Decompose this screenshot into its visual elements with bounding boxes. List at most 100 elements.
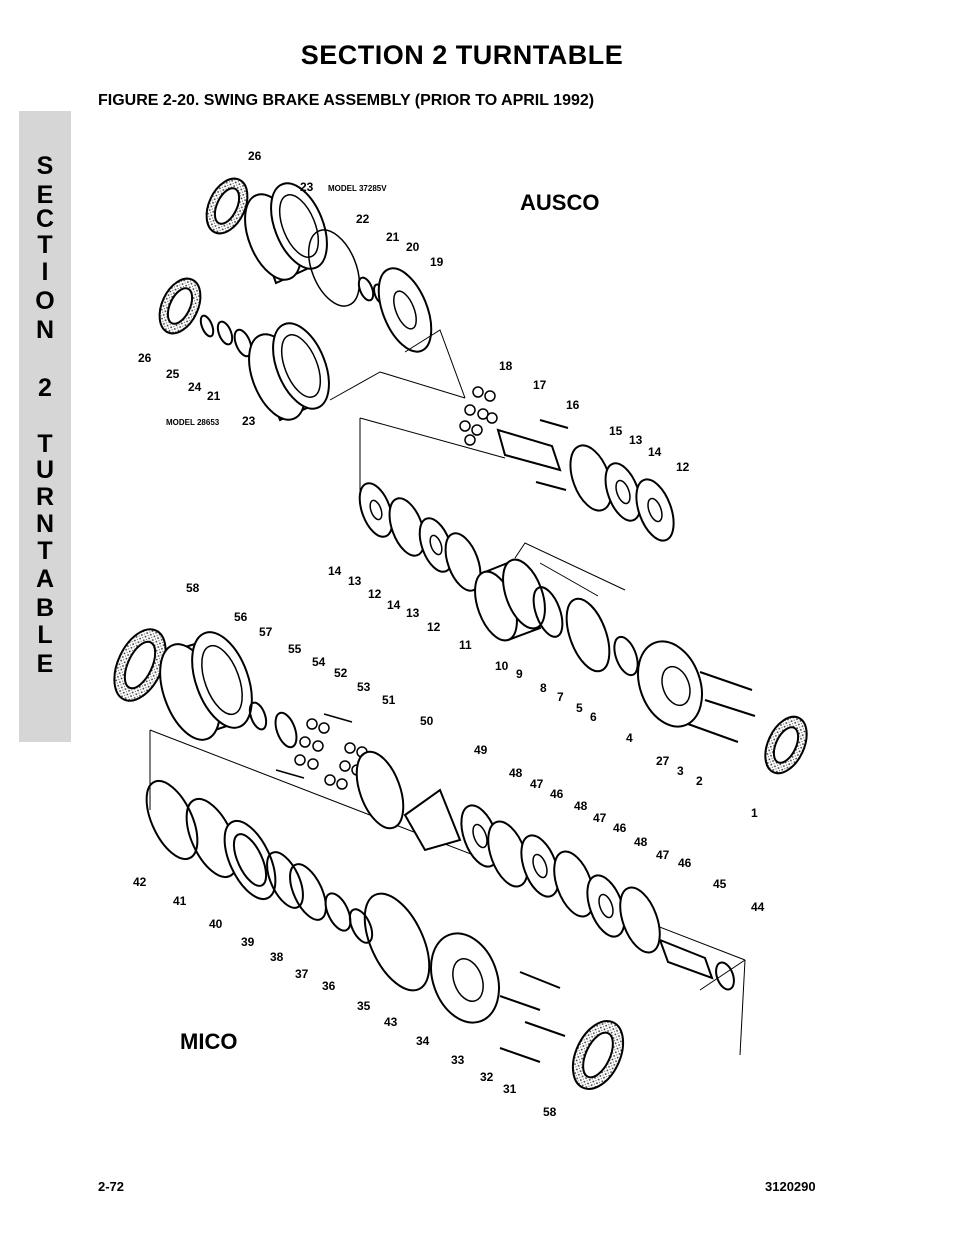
side-tab-letter: U	[35, 456, 55, 484]
bolt-part	[699, 671, 753, 691]
side-tab-letter: S	[36, 152, 54, 180]
gasket-hole	[213, 187, 241, 225]
friction-disc-hub	[532, 853, 548, 879]
callout: 37	[295, 967, 309, 981]
callout: 47	[656, 848, 670, 862]
callout: 10	[495, 659, 509, 673]
callout: 14	[648, 445, 662, 459]
side-tab-letter: A	[35, 565, 55, 593]
section-side-tab: S E C T I O N 2 T U R N T A B L E	[19, 111, 71, 742]
gasket-hole	[772, 726, 800, 764]
gasket-hole	[123, 640, 157, 690]
figure-title: FIGURE 2-20. SWING BRAKE ASSEMBLY (PRIOR…	[98, 92, 595, 109]
callout: 13	[348, 574, 362, 588]
bolt-part	[499, 995, 541, 1011]
callout: 5	[576, 701, 583, 715]
ausco-piston-leaders	[514, 542, 626, 597]
callout: 47	[593, 811, 607, 825]
brand-label-ausco: AUSCO	[520, 190, 599, 215]
callout: 48	[509, 766, 523, 780]
bearing-part	[357, 276, 375, 302]
callout: 57	[259, 625, 273, 639]
callout: 36	[322, 979, 336, 993]
shaft-part	[496, 428, 562, 472]
callout: 35	[357, 999, 371, 1013]
side-tab-letter: R	[35, 483, 55, 511]
mico-housing-group	[113, 628, 298, 749]
callout: 44	[751, 900, 765, 914]
side-tab-letter: E	[36, 650, 54, 678]
ausco-left-housing-group	[158, 277, 330, 422]
ausco-upper-disc-stack	[569, 444, 675, 542]
bolt-part	[519, 971, 561, 989]
gasket-hole	[582, 1031, 614, 1079]
shaft-part	[658, 938, 714, 980]
bolt-part	[499, 1047, 541, 1063]
callout: 45	[713, 877, 727, 891]
section-title: SECTION 2 TURNTABLE	[300, 40, 624, 70]
callout: 48	[634, 835, 648, 849]
gasket-hole	[166, 287, 194, 325]
callout: 20	[406, 240, 420, 254]
friction-disc-hub	[472, 823, 488, 849]
callout: 21	[207, 389, 221, 403]
callout: 8	[540, 681, 547, 695]
callout: 6	[590, 710, 597, 724]
mico-disc-stack	[355, 750, 735, 991]
friction-disc-hub	[598, 893, 614, 919]
side-tab-letter: B	[35, 594, 55, 622]
callout: 55	[288, 642, 302, 656]
callout: 41	[173, 894, 187, 908]
callout: 51	[382, 693, 396, 707]
callout: 12	[368, 587, 382, 601]
callout: 15	[609, 424, 623, 438]
piston-body	[403, 788, 462, 852]
side-tab-letter: 2	[38, 374, 52, 402]
pressure-plate	[355, 750, 405, 830]
callout: 24	[188, 380, 202, 394]
model-label-left: MODEL 28653	[166, 418, 220, 427]
callout: 58	[543, 1105, 557, 1119]
seal-ring	[565, 597, 611, 673]
mico-end-housing-group	[430, 932, 625, 1090]
callout: 2	[696, 774, 703, 788]
callout: 46	[550, 787, 564, 801]
callout: 34	[416, 1034, 430, 1048]
friction-disc-hub	[369, 499, 383, 521]
callout: 25	[166, 367, 180, 381]
callout: 26	[248, 149, 262, 163]
callout: 22	[356, 212, 370, 226]
callout: 38	[270, 950, 284, 964]
bolt-part	[687, 723, 739, 743]
housing-bore	[280, 334, 322, 398]
bearing-part	[274, 711, 298, 749]
callout: 4	[626, 731, 633, 745]
document-number: 3120290	[765, 1179, 816, 1194]
callout: 52	[334, 666, 348, 680]
stator-plate-hole	[647, 497, 663, 523]
callout: 43	[384, 1015, 398, 1029]
stator-plate	[619, 886, 661, 954]
callout: 11	[459, 638, 472, 652]
side-tab-letter: I	[41, 258, 49, 286]
callout: 56	[234, 610, 248, 624]
callout: 49	[474, 743, 488, 757]
callout: 27	[656, 754, 670, 768]
bearing-part	[216, 320, 234, 346]
retaining-ring-part	[199, 314, 215, 338]
part-callouts: 26 23 22 21 20 19 26 25 24 21 23 18 17 1…	[133, 149, 765, 1119]
callout: 58	[186, 581, 200, 595]
callout: 12	[427, 620, 441, 634]
side-tab-letter: T	[37, 537, 53, 565]
stator-plate	[553, 850, 595, 918]
stator-plate	[444, 532, 482, 592]
callout: 19	[430, 255, 444, 269]
bolt-part	[704, 699, 756, 717]
side-tab-letter: L	[37, 621, 53, 649]
friction-disc-hub	[615, 479, 631, 505]
side-tab-letter: O	[35, 287, 55, 315]
page-number: 2-72	[98, 1179, 125, 1194]
callout: 32	[480, 1070, 494, 1084]
housing-bore	[201, 644, 243, 716]
